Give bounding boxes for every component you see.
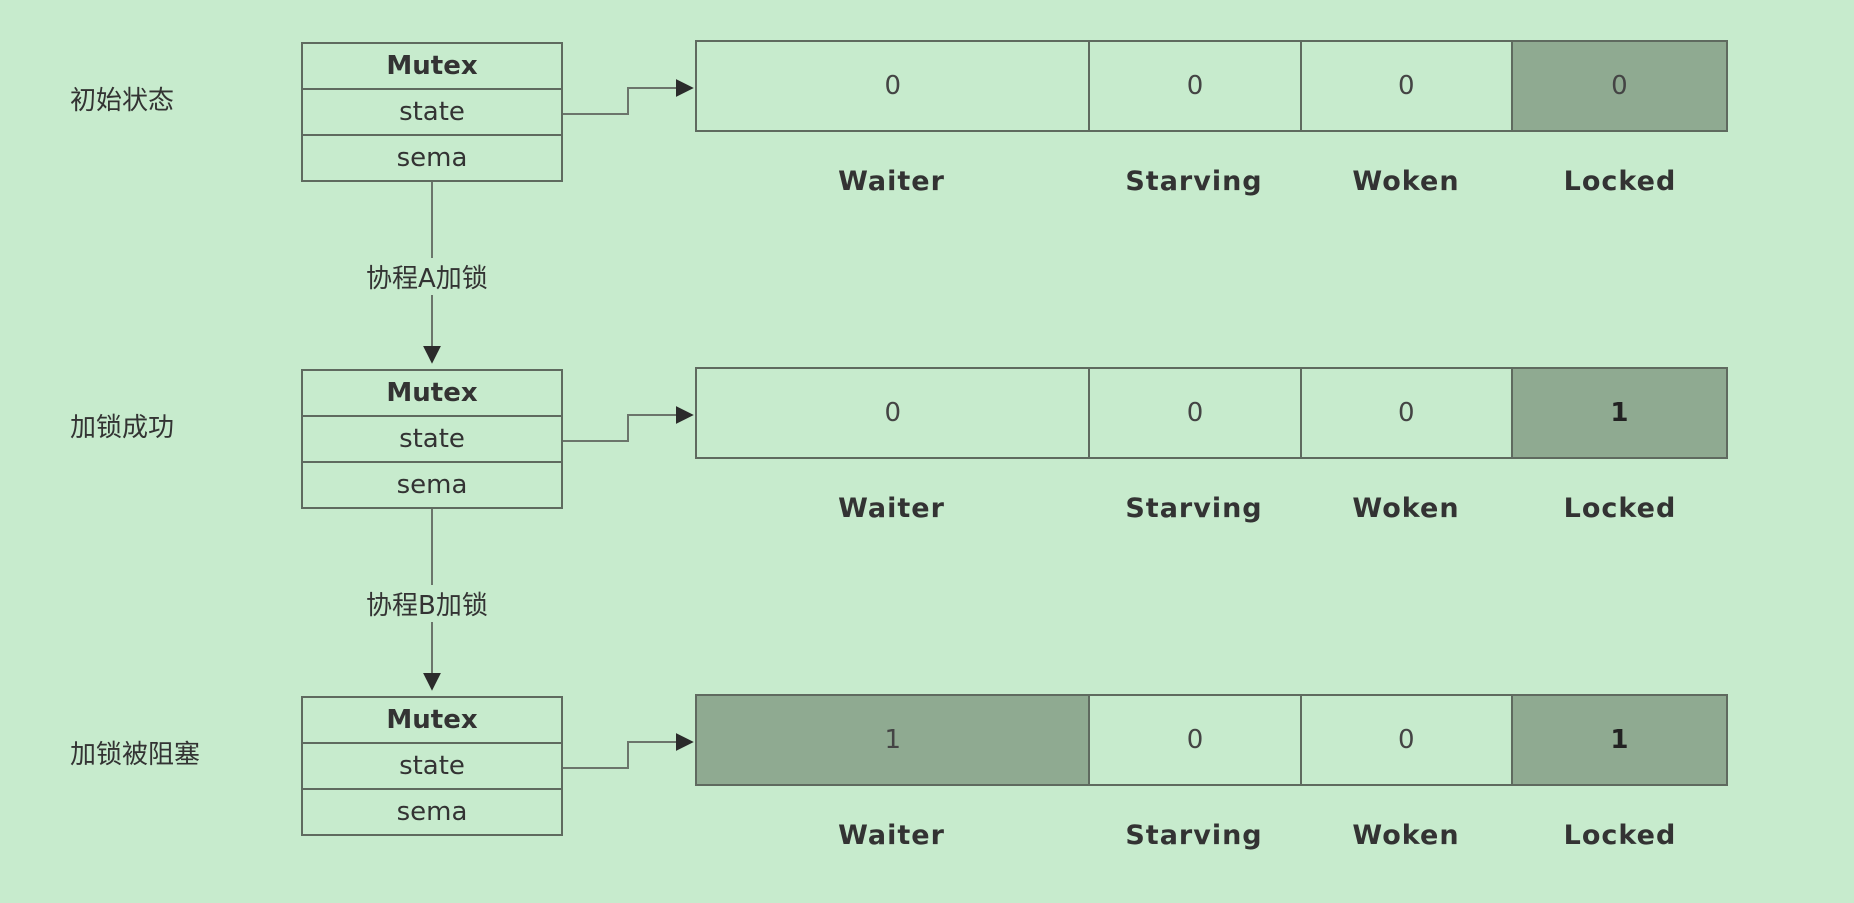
row-label-initial: 初始状态 bbox=[70, 86, 175, 116]
label-locked: Locked bbox=[1563, 166, 1677, 197]
bit-starving: 0 bbox=[1088, 369, 1299, 457]
mutex-box-2: Mutex state sema bbox=[301, 369, 563, 509]
mutex-field-state: state bbox=[303, 742, 561, 788]
bit-woken: 0 bbox=[1299, 369, 1511, 457]
state-arrow-1 bbox=[563, 79, 694, 115]
state-bits-1: 0 0 0 0 bbox=[695, 40, 1728, 132]
label-woken: Woken bbox=[1352, 820, 1460, 851]
mutex-field-state: state bbox=[303, 88, 561, 134]
label-woken: Woken bbox=[1352, 166, 1460, 197]
transition-label-a: 协程A加锁 bbox=[362, 258, 492, 295]
bit-labels-3: Waiter Starving Woken Locked bbox=[695, 820, 1728, 860]
bit-locked: 1 bbox=[1510, 369, 1727, 457]
bit-locked: 1 bbox=[1510, 696, 1727, 784]
label-waiter: Waiter bbox=[838, 493, 945, 524]
state-bits-3: 1 0 0 1 bbox=[695, 694, 1728, 786]
mutex-title: Mutex bbox=[386, 705, 478, 735]
label-starving: Starving bbox=[1125, 493, 1263, 524]
label-woken: Woken bbox=[1352, 493, 1460, 524]
mutex-field-sema: sema bbox=[303, 461, 561, 507]
mutex-title: Mutex bbox=[386, 51, 478, 81]
label-starving: Starving bbox=[1125, 166, 1263, 197]
state-arrow-3 bbox=[563, 733, 694, 769]
label-locked: Locked bbox=[1563, 820, 1677, 851]
bit-woken: 0 bbox=[1299, 42, 1511, 130]
bit-waiter: 0 bbox=[884, 398, 901, 428]
label-waiter: Waiter bbox=[838, 166, 945, 197]
bit-starving: 0 bbox=[1088, 42, 1299, 130]
mutex-box-1: Mutex state sema bbox=[301, 42, 563, 182]
mutex-box-3: Mutex state sema bbox=[301, 696, 563, 836]
label-locked: Locked bbox=[1563, 493, 1677, 524]
mutex-title: Mutex bbox=[386, 378, 478, 408]
label-starving: Starving bbox=[1125, 820, 1263, 851]
mutex-field-sema: sema bbox=[303, 788, 561, 834]
mutex-field-state: state bbox=[303, 415, 561, 461]
bit-woken: 0 bbox=[1299, 696, 1511, 784]
bit-locked: 0 bbox=[1510, 42, 1727, 130]
row-label-locked: 加锁成功 bbox=[70, 413, 175, 443]
bit-labels-1: Waiter Starving Woken Locked bbox=[695, 166, 1728, 206]
bit-waiter: 1 bbox=[697, 696, 1089, 784]
transition-label-b: 协程B加锁 bbox=[362, 585, 492, 622]
bit-starving: 0 bbox=[1088, 696, 1299, 784]
label-waiter: Waiter bbox=[838, 820, 945, 851]
state-arrow-2 bbox=[563, 406, 694, 442]
bit-waiter: 0 bbox=[884, 71, 901, 101]
bit-labels-2: Waiter Starving Woken Locked bbox=[695, 493, 1728, 533]
state-bits-2: 0 0 0 1 bbox=[695, 367, 1728, 459]
row-label-blocked: 加锁被阻塞 bbox=[70, 740, 201, 770]
mutex-field-sema: sema bbox=[303, 134, 561, 180]
